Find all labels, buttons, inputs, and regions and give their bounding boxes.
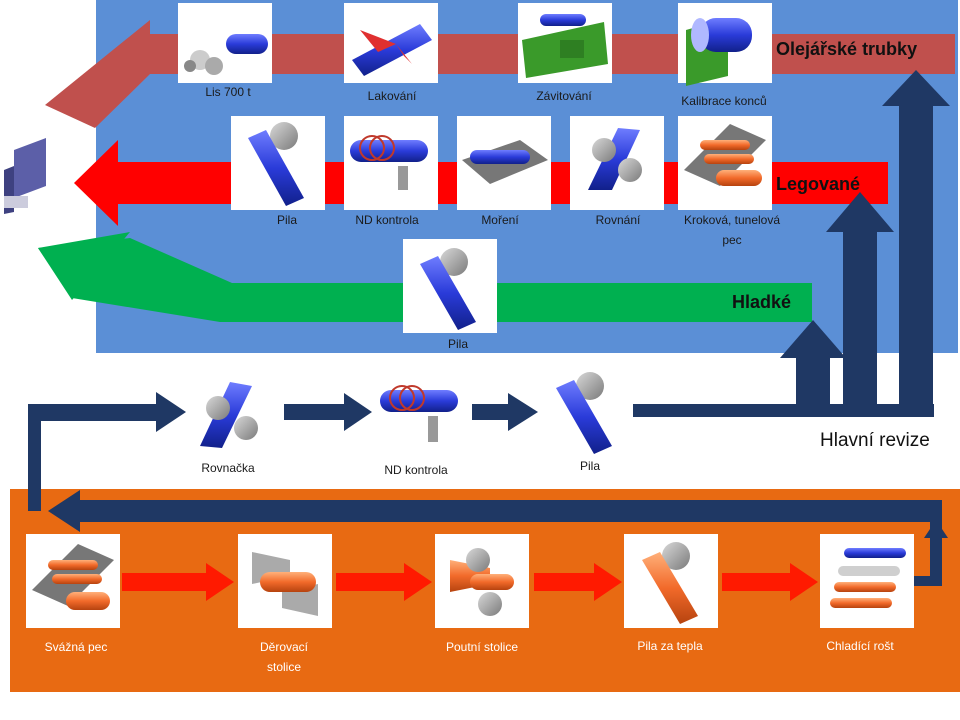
end-calibration-icon	[678, 3, 772, 86]
alloy-step-label: Kroková, tunelová	[684, 213, 780, 227]
straightener-icon	[188, 364, 282, 458]
pilger-mill-icon	[435, 534, 529, 628]
main-revision-line	[632, 404, 934, 417]
return-arrow	[48, 490, 948, 586]
nd-inspection-icon-middle	[374, 366, 468, 460]
rise-arrow-alloy	[826, 192, 894, 404]
smooth-line-arrow	[38, 232, 812, 322]
nd-inspection-icon-alloy	[344, 116, 438, 210]
truck-icon	[0, 132, 48, 220]
main-revision-label: Hlavní revize	[820, 430, 930, 451]
threading-icon	[518, 3, 612, 83]
hot-saw-icon	[624, 534, 718, 628]
middle-step-label: Rovnačka	[201, 461, 255, 475]
press-icon	[178, 3, 272, 83]
alloy-line-title: Legované	[776, 174, 860, 194]
hot-flow-arrows	[122, 563, 818, 601]
oiler-step-label: Lis 700 t	[205, 85, 251, 99]
oiler-line-title: Olejářské trubky	[776, 39, 917, 59]
alloy-step-label: pec	[722, 233, 741, 247]
saw-icon-middle	[539, 364, 633, 458]
piercing-mill-icon	[238, 534, 332, 628]
hot-step-label: Děrovací	[260, 640, 309, 654]
alloy-step-label: Moření	[481, 213, 519, 227]
alloy-step-label: Rovnání	[596, 213, 641, 227]
rise-arrow-smooth	[780, 320, 846, 404]
painting-icon	[344, 3, 438, 83]
middle-step-label: Pila	[580, 459, 600, 473]
oiler-step-label: Lakování	[368, 89, 417, 103]
smooth-step-label: Pila	[448, 337, 468, 351]
oiler-step-label: Závitování	[536, 89, 592, 103]
pickling-icon	[457, 116, 551, 210]
alloy-step-label: ND kontrola	[355, 213, 419, 227]
alloy-step-label: Pila	[277, 213, 297, 227]
hot-step-label: Svážná pec	[45, 640, 108, 654]
rotary-furnace-icon	[26, 534, 120, 628]
straightening-icon-alloy	[570, 116, 664, 210]
cooling-bed-icon	[820, 534, 914, 628]
hot-step-label: Chladící rošt	[826, 639, 894, 653]
middle-flow-arrows	[28, 392, 538, 511]
furnace-icon-alloy	[678, 116, 772, 210]
saw-icon-alloy	[231, 116, 325, 210]
hot-step-label: Poutní stolice	[446, 640, 518, 654]
hot-step-label: stolice	[267, 660, 301, 674]
rise-arrow-oiler	[882, 70, 950, 404]
oiler-step-label: Kalibrace konců	[681, 94, 766, 108]
saw-icon-smooth	[403, 239, 497, 333]
hot-step-label: Pila za tepla	[637, 639, 703, 653]
middle-step-label: ND kontrola	[384, 463, 448, 477]
smooth-line-title: Hladké	[732, 292, 791, 312]
